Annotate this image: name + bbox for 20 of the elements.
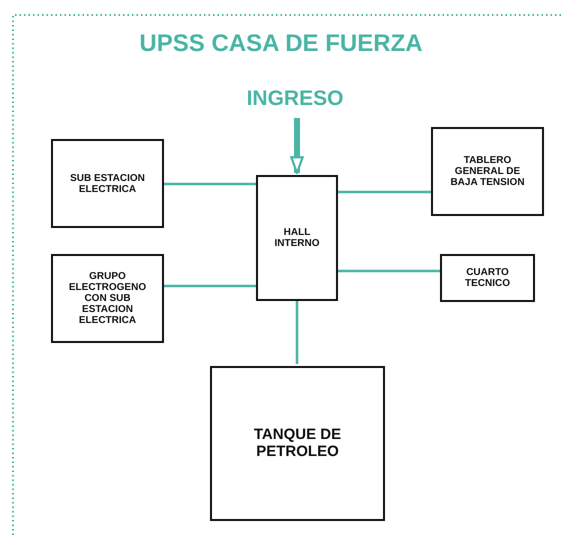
connector-line: [164, 284, 256, 288]
arrow: [290, 118, 304, 174]
connector-line: [338, 270, 440, 272]
box-label: HALL INTERNO: [274, 227, 320, 249]
box-label: TABLERO GENERAL DE BAJA TENSION: [449, 155, 526, 188]
process-box: [256, 175, 338, 301]
entrance-label: INGRESO: [246, 87, 344, 111]
process-box: [51, 139, 164, 228]
connector-line: [296, 301, 298, 364]
connector-line: [164, 182, 256, 186]
connector-line: [338, 190, 431, 194]
box-label: CUARTO TECNICO: [464, 267, 511, 289]
box-label: GRUPO ELECTROGENO CON SUB ESTACION ELECTRICA: [68, 271, 148, 326]
process-box: [440, 254, 535, 302]
box-label: SUB ESTACION ELECTRICA: [69, 172, 146, 194]
process-box: [431, 127, 544, 216]
process-box: [210, 366, 385, 521]
box-label: TANQUE DE PETROLEO: [252, 427, 342, 460]
diagram-title: UPSS CASA DE FUERZA: [138, 30, 424, 58]
process-box: [51, 254, 164, 343]
